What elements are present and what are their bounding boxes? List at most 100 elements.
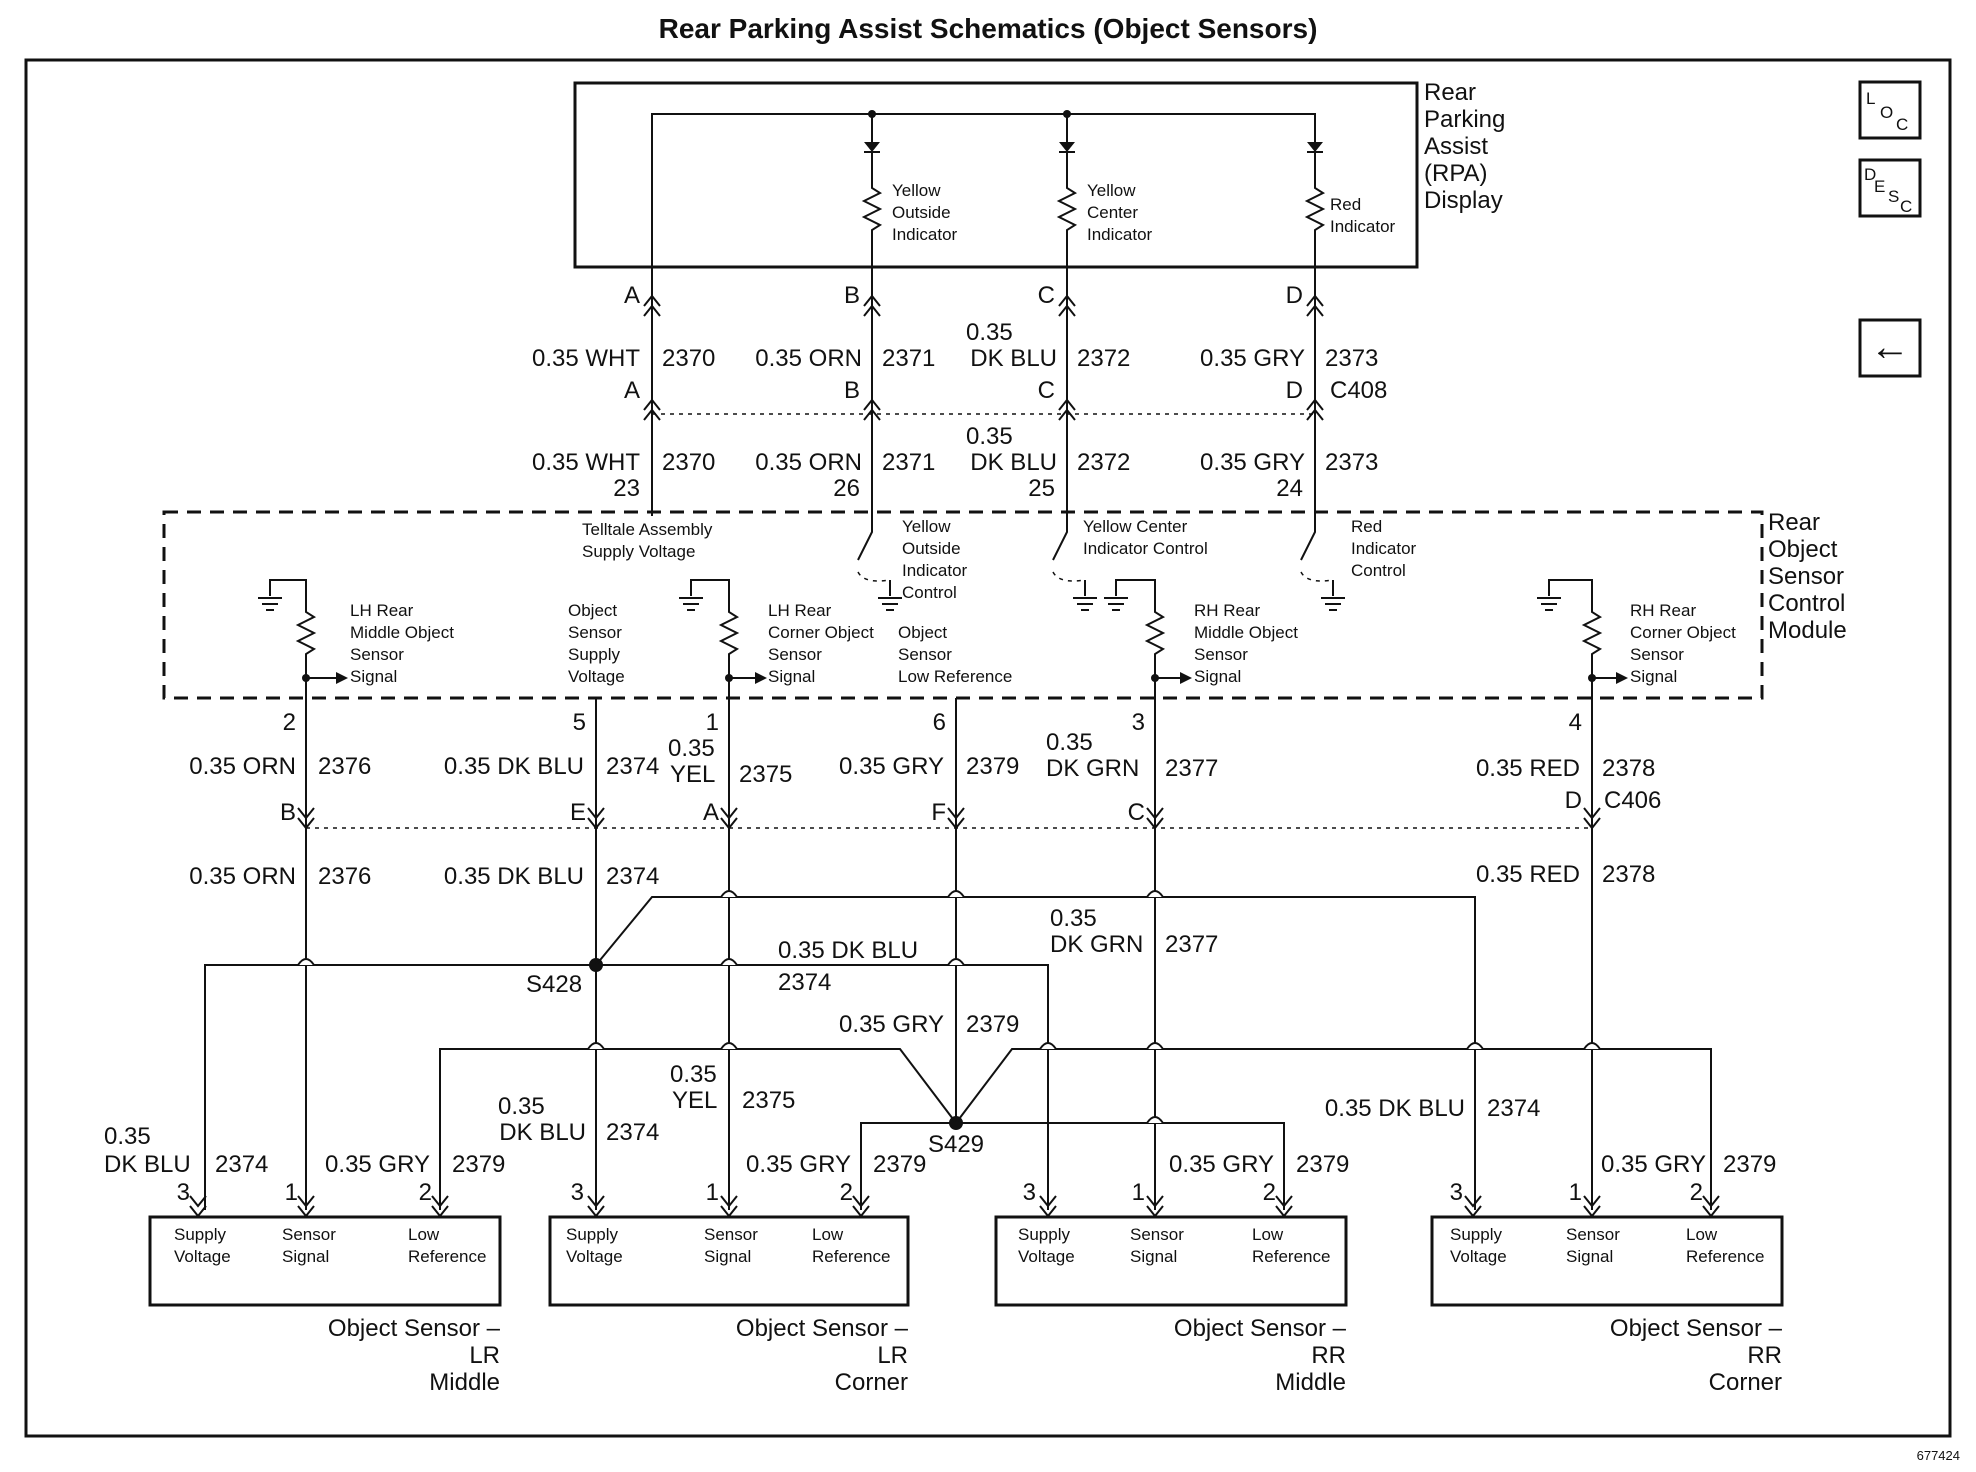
outer-frame (24, 58, 1952, 1438)
circuit-2371: 2371 (882, 345, 935, 372)
module-pin-25: 25 (1028, 475, 1055, 502)
wire-crossover-hops (297, 890, 1601, 1124)
lh-corner-signal-label: LH Rear Corner Object Sensor Signal (768, 601, 874, 686)
svg-text:1: 1 (1132, 1179, 1145, 1206)
wire-label-yel-size: 0.35 (668, 735, 715, 762)
lh-middle-signal-label: LH Rear Middle Object Sensor Signal (350, 601, 454, 686)
svg-text:RH Rear: RH Rear (1194, 601, 1260, 620)
svg-text:2: 2 (419, 1179, 432, 1206)
svg-text:Supply: Supply (566, 1225, 618, 1244)
svg-text:Sensor: Sensor (1768, 563, 1844, 590)
svg-text:Supply: Supply (1018, 1225, 1070, 1244)
sensor-wire-yel: YEL (672, 1087, 717, 1114)
sensor-lr-corner-name: Object Sensor – LR Corner (736, 1315, 909, 1396)
sensor-lr-middle-pin-labels: Supply Voltage Sensor Signal Low Referen… (174, 1225, 486, 1266)
svg-text:Sensor: Sensor (1194, 645, 1248, 664)
svg-text:Middle: Middle (1275, 1369, 1346, 1396)
sensor-wire-gry: 0.35 GRY (325, 1151, 430, 1178)
svg-text:Outside: Outside (902, 539, 961, 558)
sensor-rr-corner-box (1430, 1215, 1784, 1307)
sensor-circuit-2375: 2375 (742, 1087, 795, 1114)
c406-pin-d: D (1565, 787, 1582, 814)
svg-text:Indicator: Indicator (1087, 225, 1153, 244)
svg-text:LR: LR (877, 1342, 908, 1369)
loc-button-o: O (1880, 103, 1893, 122)
c406-pin-f: F (931, 799, 946, 826)
object-supply-label: Object Sensor Supply Voltage (568, 601, 625, 686)
sensor-circuit-2374: 2374 (1487, 1095, 1540, 1122)
module-pin-5: 5 (573, 709, 586, 736)
desc-button-c: C (1900, 197, 1912, 216)
wire-label-dkblu-size: 0.35 (966, 319, 1013, 346)
circuit-2378: 2378 (1602, 755, 1655, 782)
rpa-display-name: Rear Parking Assist (RPA) Display (1424, 79, 1505, 214)
svg-text:Sensor: Sensor (1130, 1225, 1184, 1244)
loc-button-l: L (1866, 89, 1875, 108)
yellow-center-indicator-label: Yellow Center Indicator (1087, 181, 1153, 244)
svg-text:Object Sensor –: Object Sensor – (1174, 1315, 1347, 1342)
mid-circuit-2379: 2379 (966, 1011, 1019, 1038)
desc-button-e: E (1874, 177, 1885, 196)
svg-text:Rear: Rear (1768, 509, 1820, 536)
wire-2374-rrc-branch (595, 896, 1476, 1210)
led-icon (1307, 142, 1323, 153)
sensor-circuit-2374: 2374 (215, 1151, 268, 1178)
svg-text:Sensor: Sensor (568, 623, 622, 642)
module-pin-4: 4 (1569, 709, 1582, 736)
rh-middle-signal-circuit (1104, 579, 1192, 714)
svg-text:(RPA): (RPA) (1424, 160, 1488, 187)
sensor-lr-middle-box (148, 1215, 502, 1307)
svg-text:Telltale Assembly: Telltale Assembly (582, 520, 713, 539)
svg-text:Indicator: Indicator (1330, 217, 1396, 236)
loc-button[interactable]: L O C (1858, 80, 1922, 140)
svg-text:Voltage: Voltage (174, 1247, 231, 1266)
wire-label-dkblu: 0.35 DK BLU (444, 863, 584, 890)
svg-text:Signal: Signal (768, 667, 815, 686)
back-button[interactable]: ← (1858, 318, 1922, 378)
sensor-rr-corner-name: Object Sensor – RR Corner (1610, 1315, 1783, 1396)
svg-text:Sensor: Sensor (350, 645, 404, 664)
display-bus (651, 113, 1316, 295)
svg-text:LH Rear: LH Rear (768, 601, 832, 620)
svg-text:RR: RR (1311, 1342, 1346, 1369)
wire-label-red: 0.35 RED (1476, 861, 1580, 888)
svg-text:Corner Object: Corner Object (768, 623, 874, 642)
circuit-2370: 2370 (662, 449, 715, 476)
sensor-circuit-2374: 2374 (606, 1119, 659, 1146)
sensor-pin-numbers: 3 1 2 3 1 2 3 1 2 3 1 2 (177, 1179, 1703, 1206)
wire-label-gry: 0.35 GRY (1200, 345, 1305, 372)
svg-text:Reference: Reference (408, 1247, 486, 1266)
back-arrow-icon: ← (1870, 325, 1910, 369)
desc-button-d: D (1864, 165, 1876, 184)
mid-wire-label-gry: 0.35 GRY (839, 1011, 944, 1038)
svg-text:Yellow: Yellow (892, 181, 941, 200)
sensor-lr-corner-pin-labels: Supply Voltage Sensor Signal Low Referen… (566, 1225, 890, 1266)
circuit-2375: 2375 (739, 761, 792, 788)
svg-text:Supply Voltage: Supply Voltage (582, 542, 695, 561)
svg-text:Voltage: Voltage (1018, 1247, 1075, 1266)
upper-wire-2373 (1306, 294, 1324, 516)
mid-wire-label-dkgrn-size: 0.35 (1050, 905, 1097, 932)
rh-corner-signal-circuit (1537, 579, 1628, 714)
sensor-lr-corner-box (548, 1215, 910, 1307)
svg-text:3: 3 (571, 1179, 584, 1206)
circuit-2373: 2373 (1325, 449, 1378, 476)
svg-text:3: 3 (1023, 1179, 1036, 1206)
svg-text:Sensor: Sensor (1630, 645, 1684, 664)
yellow-outside-control-label: Yellow Outside Indicator Control (902, 517, 968, 602)
desc-button[interactable]: D E S C (1858, 158, 1922, 218)
led-icon (864, 142, 880, 153)
red-control-switch-icon (1300, 516, 1345, 611)
svg-text:Low: Low (1686, 1225, 1718, 1244)
svg-text:Supply: Supply (174, 1225, 226, 1244)
module-pin-3: 3 (1132, 709, 1145, 736)
svg-text:Signal: Signal (1630, 667, 1677, 686)
c408-label: C408 (1330, 377, 1387, 404)
sensor-circuit-2379: 2379 (452, 1151, 505, 1178)
wire-label-dkblu: DK BLU (970, 449, 1057, 476)
circuit-2376: 2376 (318, 753, 371, 780)
svg-text:Control: Control (902, 583, 957, 602)
svg-text:Yellow: Yellow (902, 517, 951, 536)
svg-text:Signal: Signal (1566, 1247, 1613, 1266)
svg-text:Module: Module (1768, 617, 1847, 644)
